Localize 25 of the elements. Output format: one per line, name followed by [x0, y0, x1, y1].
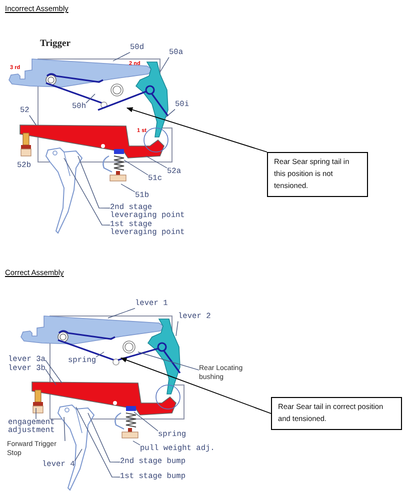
leader-line	[120, 184, 136, 192]
leader-line	[45, 360, 62, 384]
drawing-title: Trigger	[40, 39, 70, 50]
leader-line	[64, 416, 66, 442]
leader-line	[86, 94, 96, 104]
leader-line	[146, 156, 168, 168]
leader-line	[78, 156, 110, 208]
callout-arrow	[126, 107, 268, 152]
leader-line	[112, 52, 130, 62]
leader-line	[74, 448, 82, 462]
leader-line	[45, 368, 56, 386]
leader-line	[138, 352, 200, 370]
leader-line	[160, 56, 170, 72]
leader-line	[29, 114, 36, 126]
leader-line	[132, 440, 140, 446]
leader-line	[166, 108, 176, 118]
leader-line	[64, 158, 110, 226]
callout-arrow	[120, 358, 272, 414]
leader-line	[88, 412, 120, 462]
leader-line	[134, 412, 158, 432]
leader-line	[124, 160, 148, 176]
leader-line	[76, 406, 120, 478]
leader-line	[96, 352, 104, 358]
leader-line	[108, 308, 136, 318]
leader-line	[176, 320, 178, 336]
